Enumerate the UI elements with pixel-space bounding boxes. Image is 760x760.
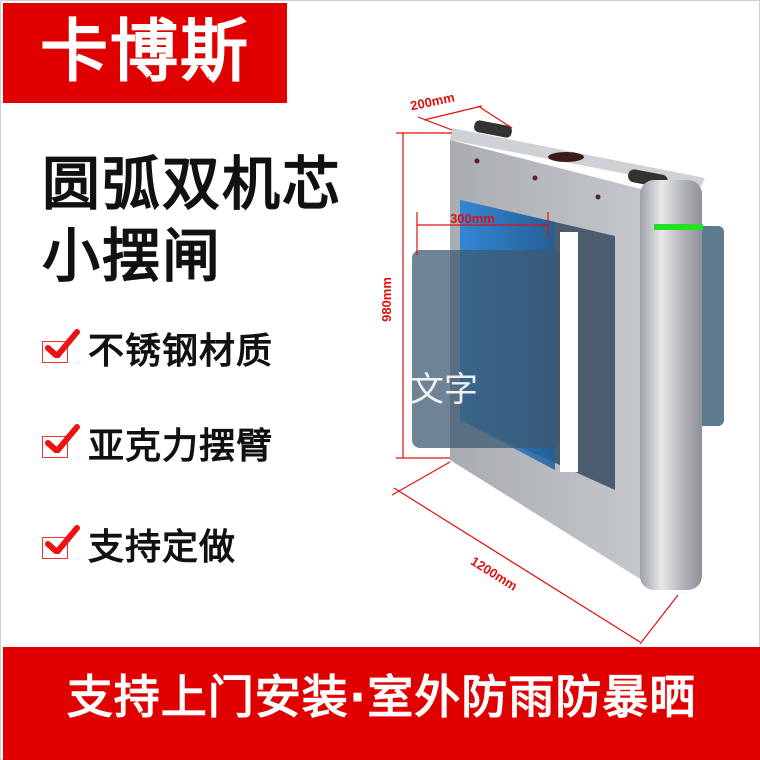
- headline-line-1: 圆弧双机芯: [42, 150, 343, 218]
- feature-item: 亚克力摆臂: [42, 421, 273, 467]
- feature-label: 支持定做: [88, 527, 237, 568]
- headline-line-2: 小摆闸: [42, 222, 223, 290]
- left-swing-arm: [412, 250, 560, 448]
- feature-item: 不锈钢材质: [42, 326, 273, 372]
- bottom-banner: 支持上门安装·室外防雨防暴晒: [3, 647, 760, 760]
- watermark-text: 文字: [410, 370, 478, 410]
- height-dimension-label: 980mm: [378, 277, 394, 322]
- dimension-lines: [391, 105, 679, 645]
- feature-label: 不锈钢材质: [88, 331, 274, 372]
- checkbox-check-icon: [42, 424, 80, 458]
- end-pillar: [640, 180, 702, 590]
- feature-item: 支持定做: [42, 522, 236, 568]
- sensor-light: [548, 152, 584, 162]
- indicator-light: [654, 224, 703, 230]
- brand-logo: 卡博斯: [3, 3, 287, 103]
- arm-dimension-label: 300mm: [450, 211, 495, 226]
- opening-gap: [560, 232, 578, 472]
- feature-label: 亚克力摆臂: [88, 426, 274, 467]
- checkbox-check-icon: [42, 525, 80, 559]
- checkbox-check-icon: [42, 329, 80, 363]
- card-reader-icon: [474, 120, 512, 138]
